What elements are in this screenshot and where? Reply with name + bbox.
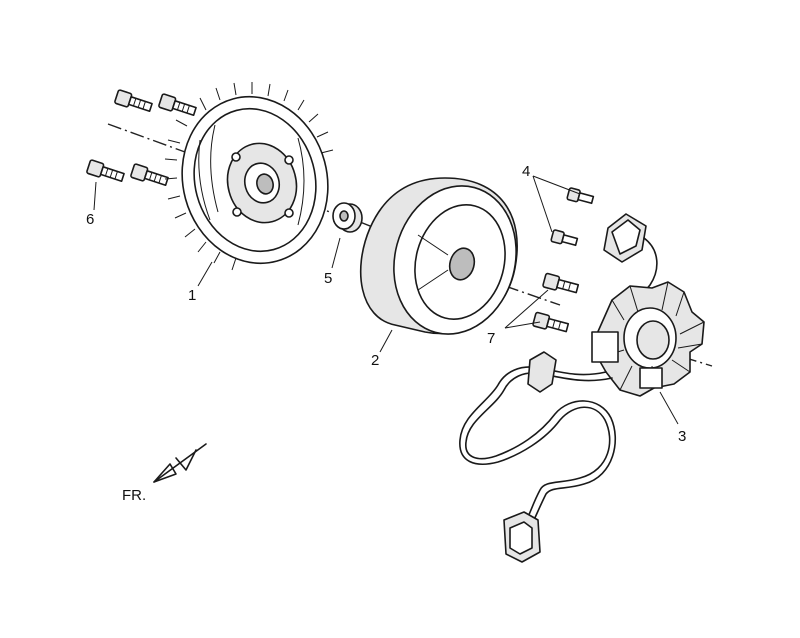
callout-3: 3 <box>678 428 686 445</box>
front-direction-arrow-icon <box>153 443 207 483</box>
stator-part-3 <box>591 281 705 397</box>
bolt-4-b <box>550 229 579 247</box>
callout-6: 6 <box>86 211 94 228</box>
callout-1: 1 <box>188 287 196 304</box>
bolt-4-a <box>566 187 595 205</box>
callout-7: 7 <box>487 330 495 347</box>
bolt-6-d <box>130 163 169 187</box>
callout-5: 5 <box>324 270 332 287</box>
fan-part-1 <box>164 82 334 271</box>
front-direction-label: FR. <box>122 487 146 504</box>
bolt-7-b <box>532 311 570 333</box>
bolt-7-a <box>542 272 580 294</box>
bolt-6-b <box>158 93 197 117</box>
stator-wire-harness <box>459 351 617 563</box>
callout-4: 4 <box>522 163 530 180</box>
flywheel-part-2 <box>359 177 518 335</box>
callout-2: 2 <box>371 352 379 369</box>
pulse-sensor <box>603 213 658 298</box>
spacer-part-5 <box>332 202 363 233</box>
bolt-6-c <box>86 159 125 183</box>
callout-leaders <box>93 175 679 425</box>
bolt-6-a <box>114 89 153 113</box>
